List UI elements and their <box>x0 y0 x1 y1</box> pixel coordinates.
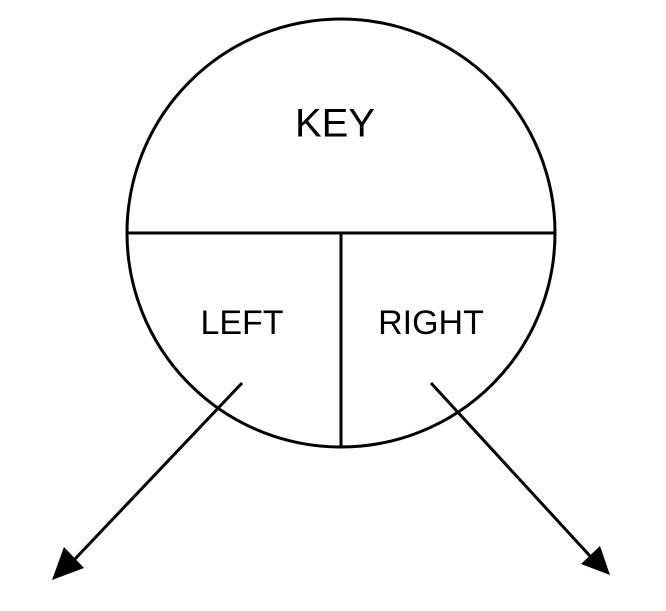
right-arrowhead-icon <box>581 546 610 575</box>
left-arrowhead-icon <box>52 547 84 580</box>
left-pointer-arrow-line <box>72 381 244 562</box>
left-label: LEFT <box>200 304 283 342</box>
right-label: RIGHT <box>378 304 484 342</box>
key-label: KEY <box>295 102 375 146</box>
right-pointer-arrow-line <box>429 381 592 558</box>
